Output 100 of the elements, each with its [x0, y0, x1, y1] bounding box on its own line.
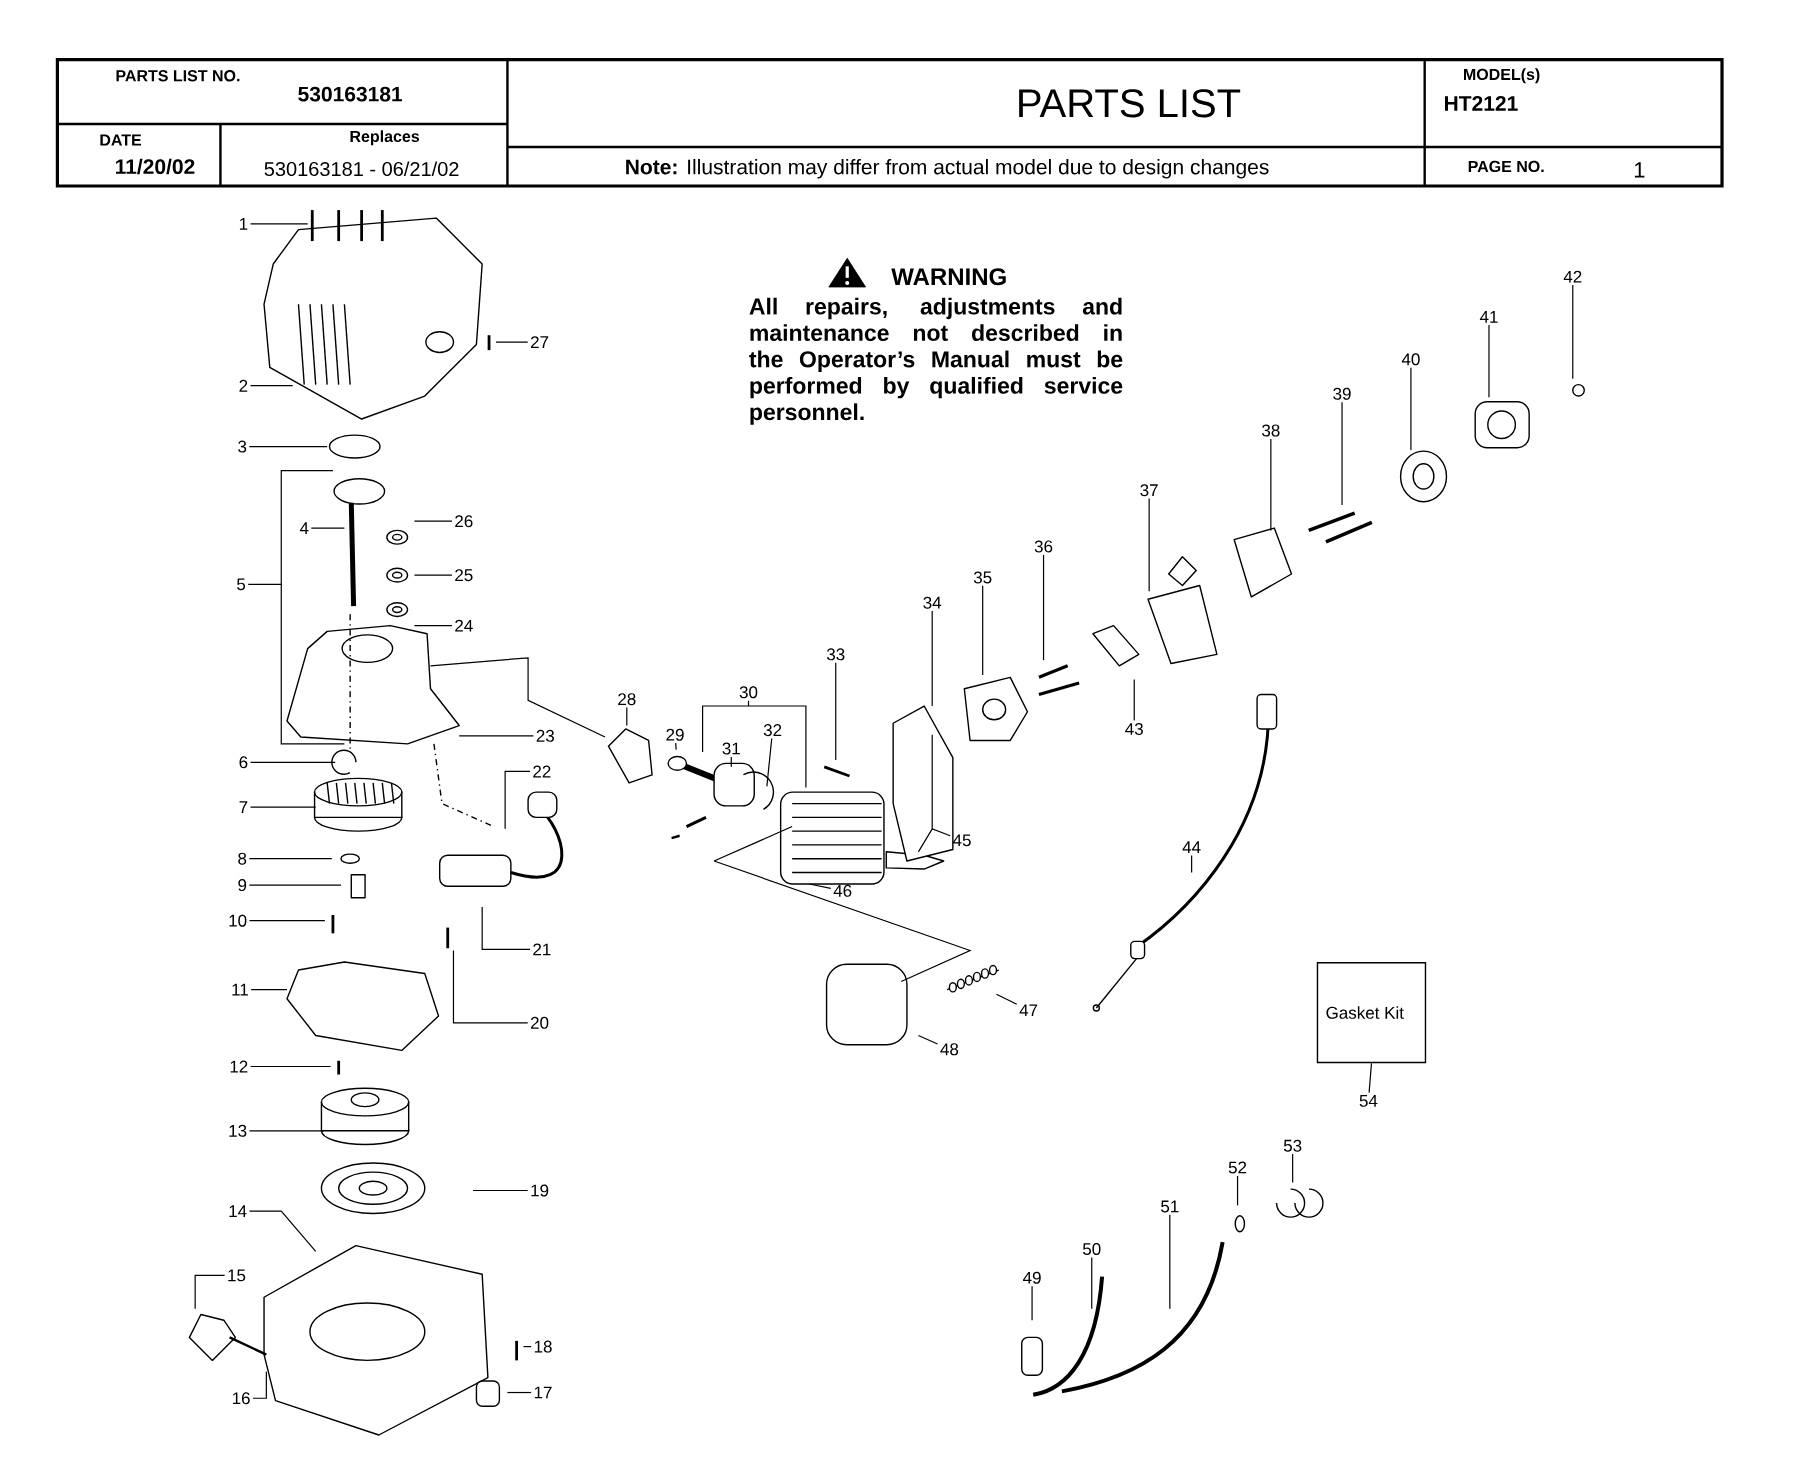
callout-number: 50 [1083, 1243, 1101, 1256]
callout-number: 48 [940, 1043, 959, 1056]
callout-number: 40 [1401, 353, 1420, 366]
leader-line [1368, 1062, 1373, 1094]
leader-line [249, 223, 309, 225]
header-text: HT2121 [1445, 96, 1518, 111]
header-text: Note: Illustration may differ from actual model due to design changes [626, 159, 1269, 179]
leader-line [1042, 554, 1045, 661]
leader-line [249, 761, 336, 763]
leader-line [248, 446, 328, 448]
leader-line [250, 989, 288, 991]
callout-number: 2 [239, 379, 248, 392]
callout-number: 4 [299, 522, 309, 534]
leader-line [675, 742, 677, 751]
leader-line [252, 1371, 267, 1399]
leader-line [248, 1210, 317, 1252]
title: PARTS LIST [1019, 89, 1241, 118]
callout-number: 3 [238, 440, 247, 453]
leader-line [248, 920, 326, 922]
leader-line [766, 738, 773, 788]
header-text: Replaces [350, 130, 420, 146]
leader-line [917, 734, 951, 853]
leader-line [249, 806, 317, 808]
callout-number: 53 [1283, 1139, 1302, 1152]
callout-number: 28 [618, 693, 636, 706]
leader-line [995, 993, 1018, 1005]
callout-number: 39 [1333, 387, 1351, 400]
callout-number: 18 [534, 1340, 552, 1353]
callout-number: 7 [239, 801, 248, 813]
callout-number: 30 [739, 686, 758, 699]
leader-line [522, 1346, 532, 1348]
callout-number: 1 [239, 218, 248, 230]
callout-number: 44 [1182, 841, 1201, 854]
callout-number: 33 [826, 648, 845, 661]
leader-line [1169, 1214, 1171, 1310]
callout-number: 37 [1140, 484, 1158, 497]
leader-line [1292, 1153, 1294, 1184]
callout-number: 5 [237, 578, 246, 591]
callout-number: 41 [1479, 311, 1498, 323]
leader-line [1191, 854, 1193, 874]
callout-number: 34 [923, 596, 942, 609]
header-text: DATE [100, 134, 142, 146]
leader-line [917, 1034, 939, 1045]
leader-line [1148, 498, 1150, 592]
callout-number: 14 [229, 1205, 247, 1218]
callout-number: 21 [533, 943, 551, 956]
leader-line [1410, 367, 1412, 451]
header-text: MODEL(s) [1464, 68, 1540, 84]
leader-line [1031, 1285, 1033, 1321]
leader-line [702, 700, 807, 789]
header-text: PAGE NO. [1468, 160, 1544, 173]
leader-line [452, 950, 529, 1024]
warning-heading: WARNING [891, 268, 1006, 286]
leader-line [713, 826, 972, 983]
callout-number: 49 [1023, 1271, 1041, 1284]
leader-line [472, 1189, 529, 1192]
leader-line [1572, 284, 1574, 380]
leader-line [506, 1391, 532, 1394]
callout-number: 29 [666, 728, 684, 741]
leader-line [1133, 679, 1135, 722]
warning-text: All repairs, adjustments and maintenance not described in the Operator’s Manual must be performed by qualified service personnel. [749, 297, 1123, 425]
leader-line [481, 906, 531, 951]
header-text: 11/20/02 [116, 158, 195, 175]
callout-number: 45 [952, 834, 971, 847]
callout-number: 9 [238, 879, 247, 892]
callout-number: 6 [239, 756, 248, 769]
callout-number: 22 [533, 765, 551, 778]
callout-number: 24 [455, 619, 473, 632]
leader-line [310, 527, 345, 529]
header-text: PARTS LIST NO. [116, 70, 240, 82]
kit-box: Gasket Kit [1316, 962, 1427, 1064]
leader-line [413, 520, 453, 522]
leader-line [495, 341, 529, 343]
leader-line [1341, 401, 1343, 506]
callout-number: 19 [531, 1184, 549, 1197]
callout-number: 43 [1125, 723, 1143, 736]
callout-number: 13 [229, 1124, 247, 1137]
leader-line [250, 1065, 332, 1068]
leader-line [248, 1130, 325, 1132]
leader-line [1236, 1175, 1239, 1207]
callout-number: 16 [232, 1392, 250, 1405]
callout-number: 47 [1019, 1004, 1038, 1017]
leader-line [626, 707, 628, 727]
callout-number: 11 [232, 983, 248, 996]
leader-line [1488, 324, 1490, 398]
leader-line [982, 585, 984, 676]
header-text: 530163181 [298, 86, 403, 102]
callout-number: 15 [228, 1269, 246, 1282]
header-text: 1 [1634, 162, 1645, 178]
callout-number: 54 [1359, 1095, 1378, 1107]
leader-line [835, 662, 837, 761]
callout-number: 17 [534, 1386, 552, 1399]
callout-number: 10 [229, 914, 247, 927]
callout-number: 8 [238, 852, 247, 865]
callout-number: 38 [1262, 424, 1280, 437]
callout-number: 31 [722, 742, 740, 755]
leader-line [730, 756, 732, 768]
leader-line [248, 858, 333, 860]
callout-number: 42 [1563, 270, 1582, 283]
callout-number: 32 [763, 724, 782, 737]
